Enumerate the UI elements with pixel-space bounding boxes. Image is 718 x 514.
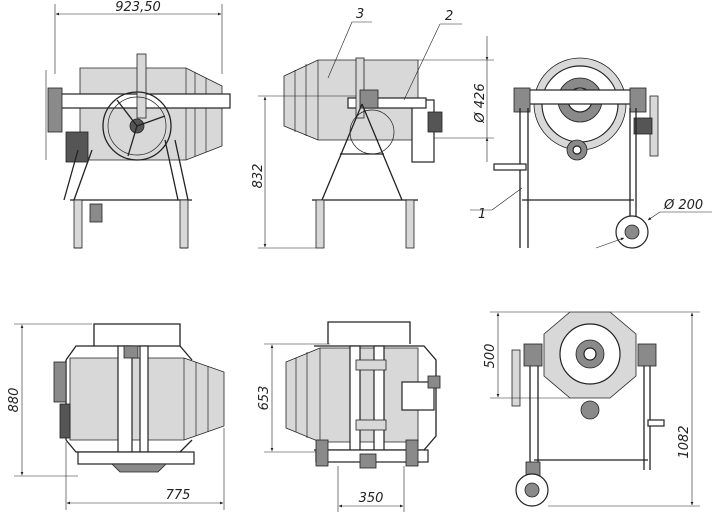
dim-wheel-diameter: Ø 200 [663,198,703,213]
view-plan-bottom-left: 880 775 [7,323,225,510]
dim-plan-height: 653 [257,386,272,411]
dim-drum-diameter: Ø 426 [473,83,488,123]
dim-overall-width: 923,50 [115,0,161,15]
view-plan-bottom-middle: 653 350 [257,321,441,512]
dim-base-width: 350 [359,491,384,506]
dim-height-front: 832 [251,164,266,189]
view-side-top-middle: 3 2 832 Ø 426 [251,7,494,249]
dim-total-height: 1082 [677,425,692,458]
view-end-bottom-right: 500 1082 [483,311,700,507]
callout-3: 3 [356,7,364,22]
callout-1: 1 [478,207,486,222]
dim-plan-length: 775 [166,488,191,503]
view-front-top-left: 923,50 [45,0,231,249]
dim-plan-depth: 880 [7,388,22,413]
callout-2: 2 [445,9,453,24]
view-end-top-right: 1 Ø 200 [470,57,712,249]
dim-side-height: 500 [483,344,498,369]
